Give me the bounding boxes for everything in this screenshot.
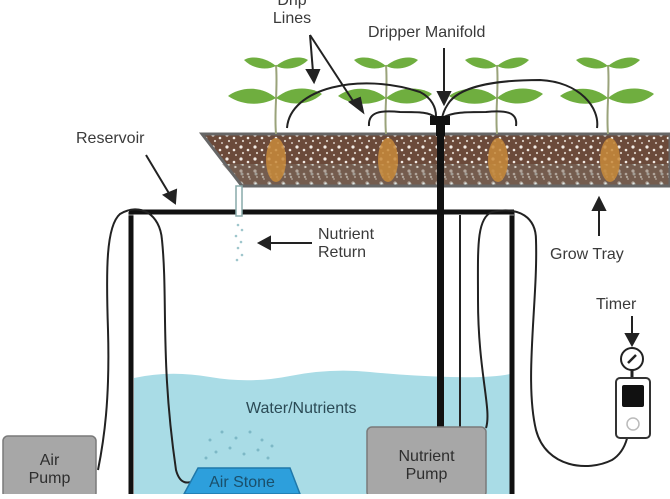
annotation-arrows xyxy=(145,34,640,348)
feed-pipe xyxy=(437,134,444,428)
plant xyxy=(449,57,543,135)
dripper-manifold xyxy=(430,116,450,136)
label-water-nutrients: Water/Nutrients xyxy=(246,400,357,417)
label-dripper-manifold: Dripper Manifold xyxy=(368,24,486,41)
label-nutrient-return: Nutrient Return xyxy=(318,226,375,261)
plant xyxy=(338,57,432,135)
timer-icon xyxy=(615,347,651,439)
plant xyxy=(560,57,654,135)
plant xyxy=(228,57,322,135)
label-air-stone: Air Stone xyxy=(209,474,275,491)
nutrient-return-pipe xyxy=(234,185,244,262)
label-air-pump: Air Pump xyxy=(28,452,71,487)
label-nutrient-pump: Nutrient Pump xyxy=(398,448,455,483)
label-timer: Timer xyxy=(596,296,637,313)
label-drip-lines: Drip Lines xyxy=(272,0,312,27)
power-cord xyxy=(476,209,631,467)
label-grow-tray: Grow Tray xyxy=(550,246,624,263)
grow-tray xyxy=(198,132,670,188)
reservoir xyxy=(128,209,515,494)
label-reservoir: Reservoir xyxy=(76,130,145,147)
drip-lines xyxy=(286,78,599,129)
air-tube xyxy=(97,208,197,484)
plants xyxy=(228,57,654,135)
